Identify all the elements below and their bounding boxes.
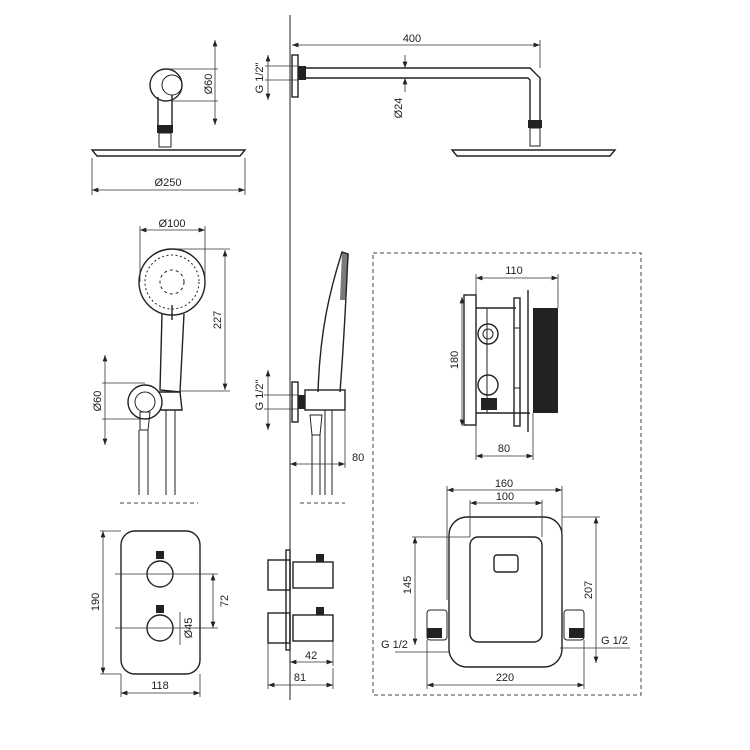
overhead-shower-front-view: Ø60 Ø250 [90,40,247,195]
hand-length-label: 227 [212,311,224,329]
total-projection-label: 81 [294,672,306,684]
hand-projection-label: 80 [352,452,364,464]
hand-shower-side-view: G 1/2" 80 [254,251,364,504]
head-diameter-label: Ø250 [155,177,182,189]
arm-length-label: 400 [403,33,421,45]
inlet-left-label: G 1/2 [381,639,408,651]
frame-height-label: 207 [583,581,595,599]
frame-width-label: 160 [495,478,513,490]
box-depth-body-label: 80 [498,443,510,455]
thermostat-height-label: 190 [90,593,102,611]
hand-shower-front-view: Ø100 227 Ø60 [92,218,230,504]
holder-diameter-label: Ø60 [92,391,104,412]
concealed-box-front-view: 160 100 145 207 G 1/2 G 1/2 220 [381,478,630,689]
flange-diameter-label: Ø60 [203,74,215,95]
thermostat-width-label: 118 [151,680,169,692]
concealed-box-frame [372,252,642,696]
knob-diameter-label: Ø45 [183,618,195,639]
plate-width-label: 100 [496,491,514,503]
hand-connection-label: G 1/2" [254,380,266,411]
total-width-label: 220 [496,672,514,684]
overhead-shower-side-view: 400 G 1/2" Ø24 [254,33,617,157]
box-depth-total-label: 110 [505,265,523,277]
hand-head-diameter-label: Ø100 [159,218,186,230]
knob-projection-label: 42 [305,650,317,662]
outlet-height-label: 145 [402,576,414,594]
thermostat-front-view: 190 72 Ø45 118 [90,530,231,697]
box-height-label: 180 [449,351,461,369]
concealed-box-side-view: 110 180 80 [449,265,559,460]
inlet-right-label: G 1/2 [601,635,628,647]
arm-diameter-label: Ø24 [393,98,405,119]
connection-label: G 1/2" [254,63,266,94]
thermostat-side-view: 42 81 [267,549,334,689]
knob-spacing-label: 72 [219,595,231,607]
